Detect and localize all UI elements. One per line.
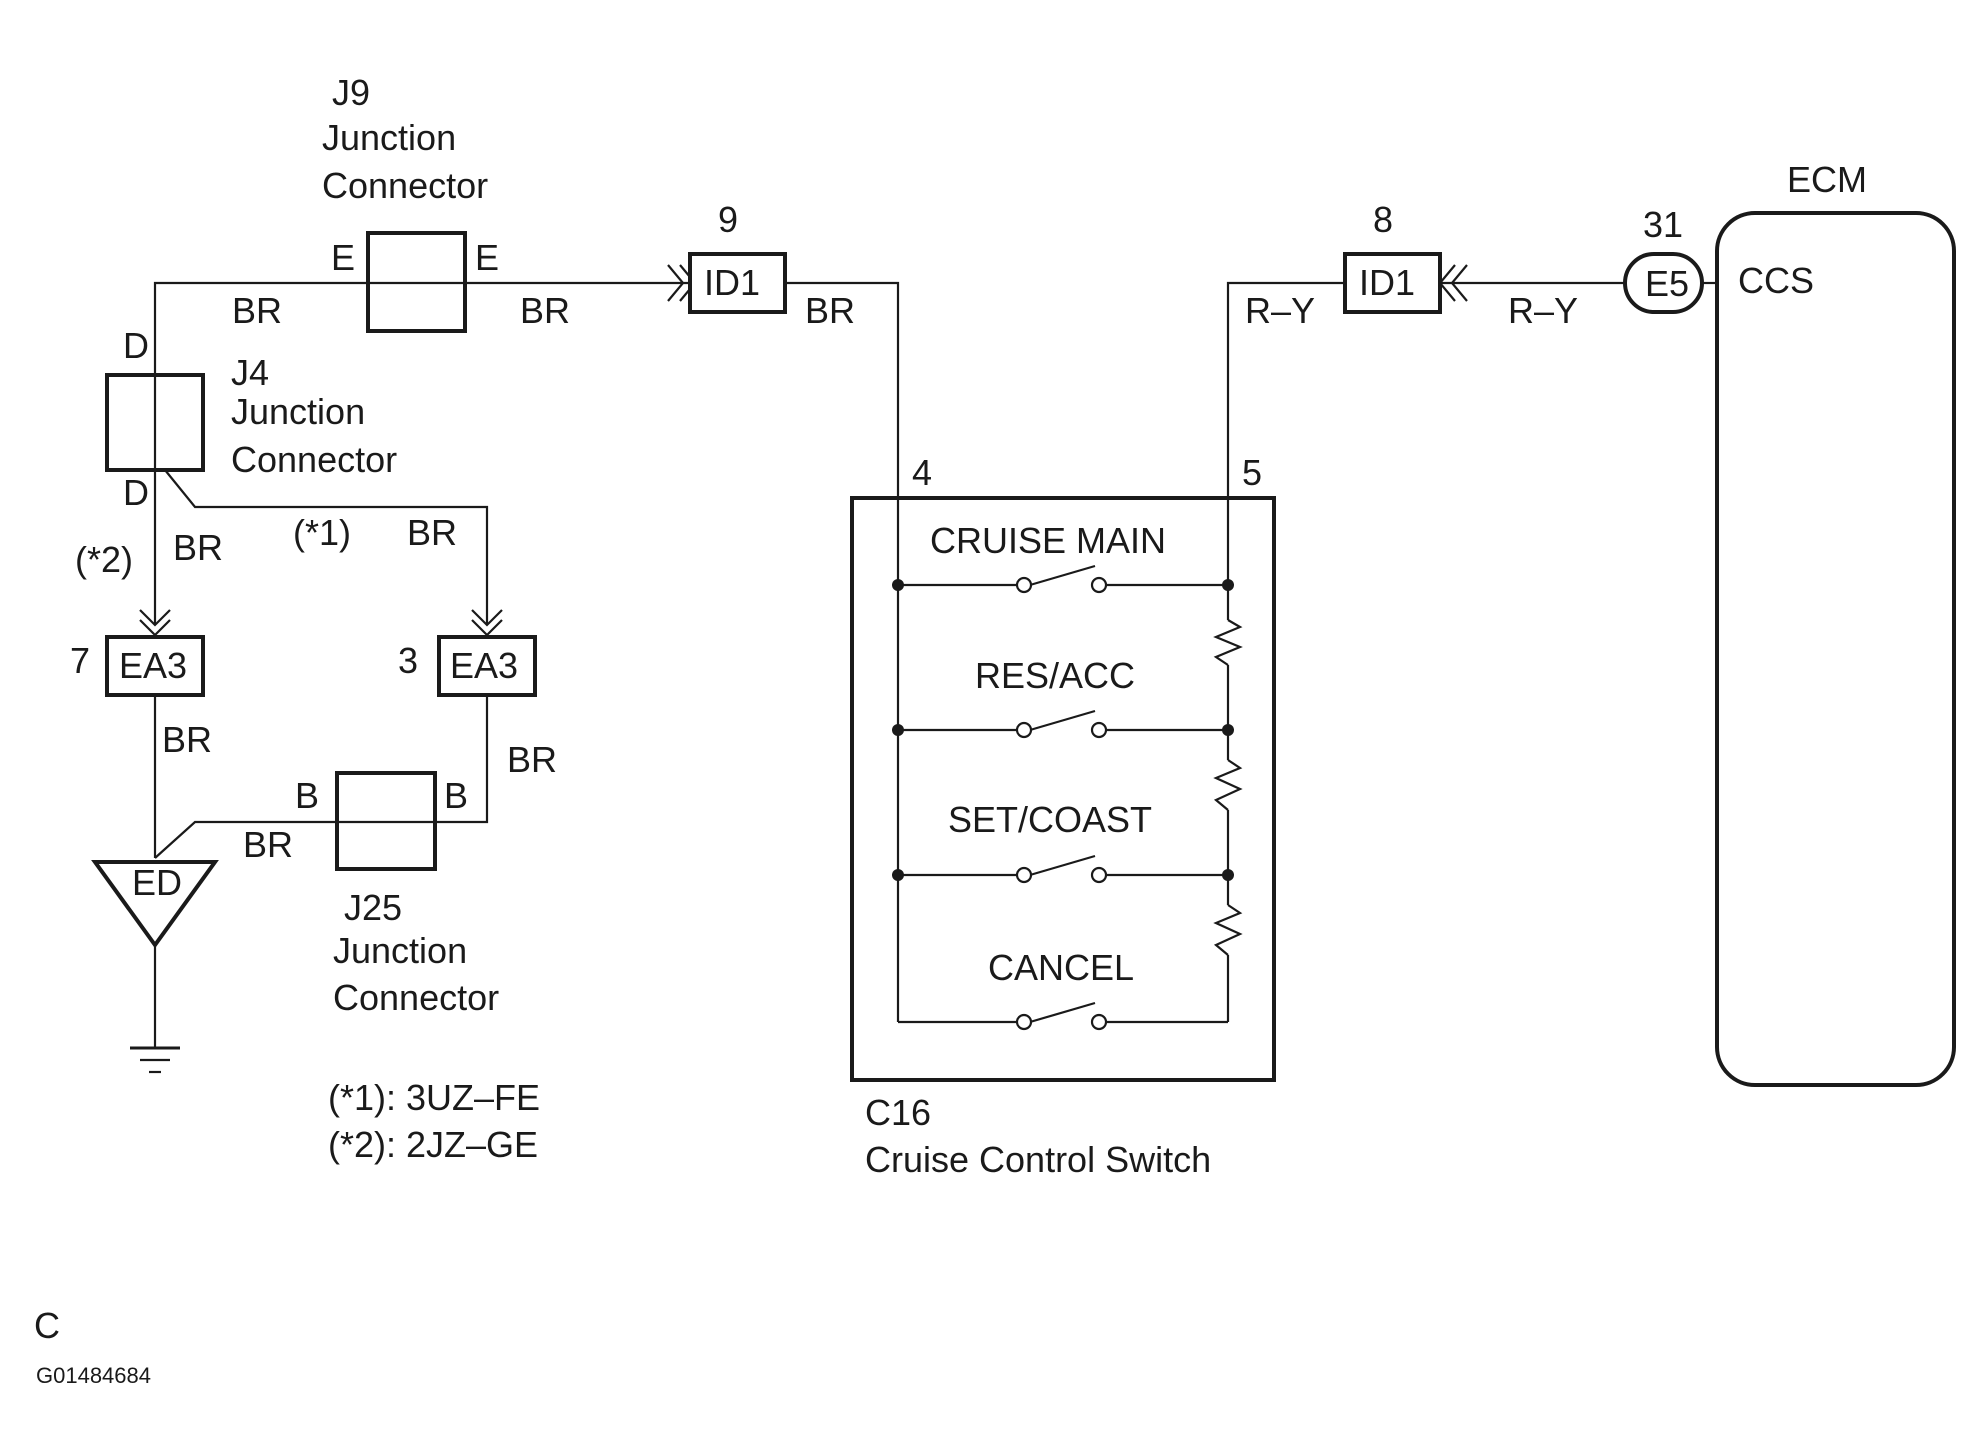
j25-pin-left: B xyxy=(295,775,319,816)
switch-code: C16 xyxy=(865,1092,931,1133)
ea3-connector-right: EA3 3 xyxy=(398,635,537,697)
switch-position-res-acc: RES/ACC xyxy=(892,655,1234,739)
id1-right-pin: 8 xyxy=(1373,199,1393,240)
switch-label-set-coast: SET/COAST xyxy=(948,799,1152,840)
footer-letter: C xyxy=(34,1305,60,1346)
wire-label-br: BR xyxy=(520,290,570,331)
e5-code: E5 xyxy=(1645,263,1689,304)
switch-label-cancel: CANCEL xyxy=(988,947,1134,988)
switch-pin-left: 4 xyxy=(912,452,932,493)
switch-position-cruise-main: CRUISE MAIN xyxy=(892,520,1234,594)
j9-code: J9 xyxy=(332,72,370,113)
switch-name: Cruise Control Switch xyxy=(865,1139,1211,1180)
wire-label-br: BR xyxy=(232,290,282,331)
ea3-left-code: EA3 xyxy=(119,645,187,686)
j9-label-line2: Connector xyxy=(322,165,488,206)
j9-label-line1: Junction xyxy=(322,117,456,158)
e5-pin: 31 xyxy=(1643,204,1683,245)
wire-color-labels: BR BR BR BR BR BR BR BR R–Y R–Y (*2) (*1… xyxy=(75,290,1578,865)
id1-connector-right: ID1 8 xyxy=(1343,199,1442,314)
variant-mark-2: (*2) xyxy=(75,539,133,580)
ea3-connector-left: EA3 7 xyxy=(70,635,205,697)
switch-label-res-acc: RES/ACC xyxy=(975,655,1135,696)
ecm-title: ECM xyxy=(1787,159,1867,200)
figure-footer: C G01484684 xyxy=(34,1305,151,1388)
id1-right-code: ID1 xyxy=(1359,262,1415,303)
note-variant-2: (*2): 2JZ–GE xyxy=(328,1124,538,1165)
wire-label-ry: R–Y xyxy=(1245,290,1315,331)
j25-junction-connector: B B J25 Junction Connector xyxy=(295,771,499,1018)
j25-label-line1: Junction xyxy=(333,930,467,971)
engine-variant-notes: (*1): 3UZ–FE (*2): 2JZ–GE xyxy=(328,1077,540,1165)
switch-pin-right: 5 xyxy=(1242,452,1262,493)
j4-label-line1: Junction xyxy=(231,391,365,432)
wire-label-br: BR xyxy=(407,512,457,553)
variant-mark-1: (*1) xyxy=(293,512,351,553)
j4-code: J4 xyxy=(231,352,269,393)
wire-label-ry: R–Y xyxy=(1508,290,1578,331)
id1-left-code: ID1 xyxy=(704,262,760,303)
j9-pin-left: E xyxy=(331,237,355,278)
j25-label-line2: Connector xyxy=(333,977,499,1018)
wire-label-br: BR xyxy=(243,824,293,865)
ecm-module: ECM CCS xyxy=(1715,159,1956,1087)
ecm-terminal-ccs: CCS xyxy=(1738,260,1814,301)
j25-code: J25 xyxy=(344,887,402,928)
ground-code: ED xyxy=(132,862,182,903)
wire-label-br: BR xyxy=(805,290,855,331)
ea3-right-pin: 3 xyxy=(398,640,418,681)
j25-pin-right: B xyxy=(444,775,468,816)
note-variant-1: (*1): 3UZ–FE xyxy=(328,1077,540,1118)
j9-pin-right: E xyxy=(475,237,499,278)
j4-pin-top: D xyxy=(123,325,149,366)
id1-left-pin: 9 xyxy=(718,199,738,240)
j9-junction-connector: J9 Junction Connector E E xyxy=(322,72,499,333)
e5-connector: E5 31 xyxy=(1623,204,1704,314)
id1-connector-left: ID1 9 xyxy=(688,199,787,314)
j4-pin-bottom: D xyxy=(123,472,149,513)
wire-label-br: BR xyxy=(162,719,212,760)
j4-junction-connector: J4 Junction Connector D D xyxy=(105,325,397,513)
ea3-left-pin: 7 xyxy=(70,640,90,681)
wire-label-br: BR xyxy=(173,527,223,568)
cruise-control-switch: 4 5 CRUISE MAIN xyxy=(850,452,1276,1180)
ea3-right-code: EA3 xyxy=(450,645,518,686)
wire-segments xyxy=(153,281,1717,1048)
switch-position-set-coast: SET/COAST xyxy=(892,799,1234,884)
ground-point: ED xyxy=(91,860,219,1074)
j4-label-line2: Connector xyxy=(231,439,397,480)
wire-label-br: BR xyxy=(507,739,557,780)
figure-code: G01484684 xyxy=(36,1363,151,1388)
switch-position-cancel: CANCEL xyxy=(898,947,1228,1031)
switch-label-cruise-main: CRUISE MAIN xyxy=(930,520,1166,561)
